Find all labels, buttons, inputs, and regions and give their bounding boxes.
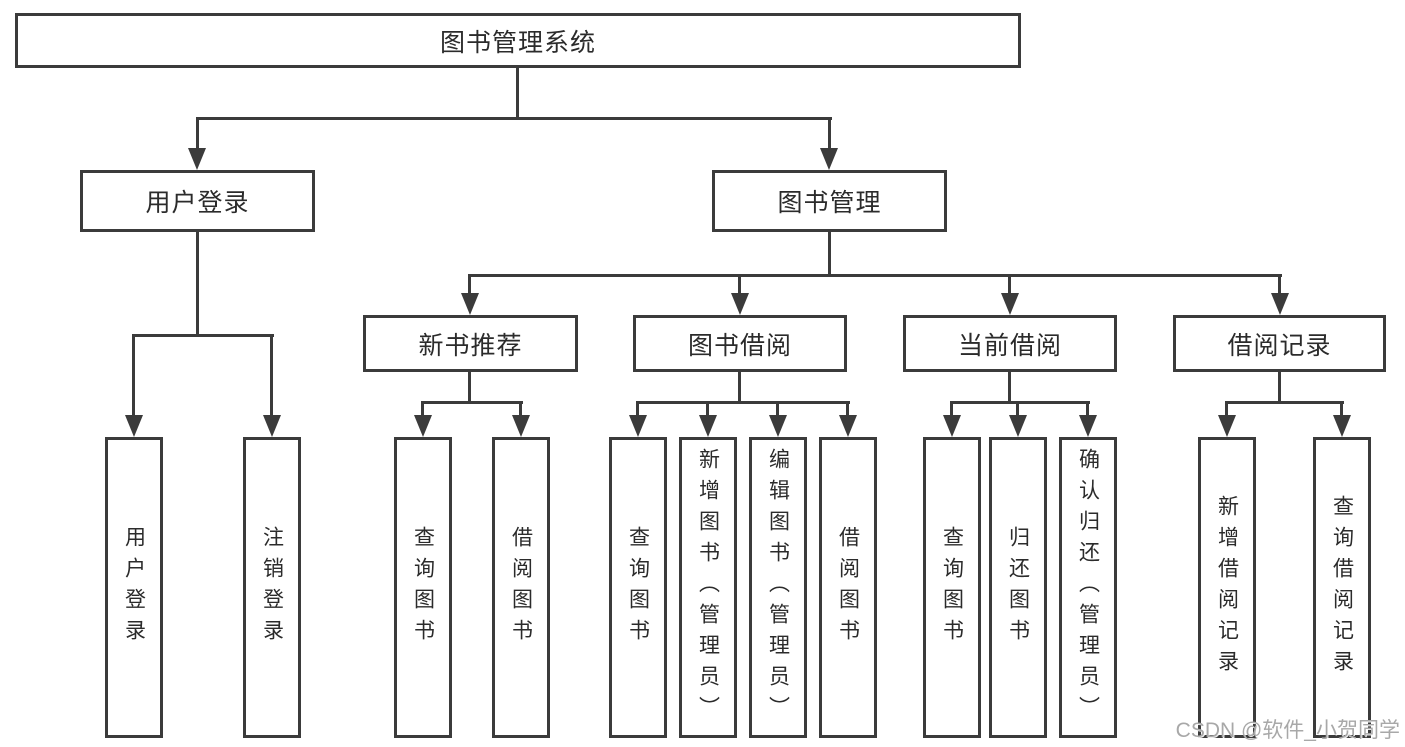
line-to-leaf-return xyxy=(1016,403,1019,416)
arrowhead-down-leaf-query-1 xyxy=(414,415,432,437)
node-current-borrowing: 当前借阅 xyxy=(903,315,1117,372)
leaf-return-books: 归还图书 xyxy=(989,437,1047,738)
leaf-label: 新增图书（管理员） xyxy=(696,448,720,727)
line-user-login-bus xyxy=(132,334,274,337)
arrowhead-down-leaf-logout xyxy=(263,415,281,437)
watermark-csdn: CSDN @软件_小贺同学 xyxy=(1175,719,1400,742)
line-to-leaf-query-1 xyxy=(421,403,424,416)
line-to-leaf-borrow-1 xyxy=(519,403,522,416)
leaf-label: 查询图书 xyxy=(411,525,435,650)
leaf-label: 编辑图书（管理员） xyxy=(766,448,790,727)
leaf-query-books-recommend: 查询图书 xyxy=(394,437,452,738)
line-to-leaf-user-login xyxy=(132,336,135,415)
line-book-management-bus xyxy=(468,274,1282,277)
arrowhead-down-leaf-query-record xyxy=(1333,415,1351,437)
node-label: 图书管理 xyxy=(777,189,882,217)
arrowhead-down-leaf-return xyxy=(1009,415,1027,437)
node-borrowing-records: 借阅记录 xyxy=(1173,315,1386,372)
line-user-login-stem xyxy=(196,231,199,336)
arrowhead-down-leaf-query-2 xyxy=(629,415,647,437)
leaf-query-books-borrowing: 查询图书 xyxy=(609,437,667,738)
line-to-leaf-add-books xyxy=(706,403,709,416)
leaf-label: 查询图书 xyxy=(940,525,964,650)
leaf-add-books-admin: 新增图书（管理员） xyxy=(679,437,737,738)
leaf-label: 归还图书 xyxy=(1006,525,1030,650)
arrowhead-down-leaf-user-login xyxy=(125,415,143,437)
arrowhead-down-leaf-borrow-2 xyxy=(839,415,857,437)
arrowhead-down-user-login xyxy=(188,148,206,170)
line-to-book-borrowing xyxy=(738,276,741,293)
node-book-management: 图书管理 xyxy=(712,170,947,232)
arrowhead-down-leaf-confirm-return xyxy=(1079,415,1097,437)
line-new-book-stem xyxy=(468,370,471,403)
leaf-query-borrow-record: 查询借阅记录 xyxy=(1313,437,1371,738)
line-to-leaf-borrow-2 xyxy=(846,403,849,416)
node-book-borrowing: 图书借阅 xyxy=(633,315,847,372)
leaf-logout-login: 注销登录 xyxy=(243,437,301,738)
line-book-borrowing-bus xyxy=(636,401,850,404)
line-to-leaf-query-3 xyxy=(950,403,953,416)
line-to-user-login xyxy=(196,119,199,150)
line-new-book-bus xyxy=(421,401,523,404)
arrowhead-down-leaf-add-record xyxy=(1218,415,1236,437)
node-label: 用户登录 xyxy=(145,189,250,217)
arrowhead-down-leaf-borrow-1 xyxy=(512,415,530,437)
arrowhead-down-current-borrowing xyxy=(1001,293,1019,315)
leaf-label: 查询图书 xyxy=(626,525,650,650)
arrowhead-down-new-book xyxy=(461,293,479,315)
line-to-leaf-confirm-return xyxy=(1086,403,1089,416)
leaf-user-login: 用户登录 xyxy=(105,437,163,738)
arrowhead-down-leaf-query-3 xyxy=(943,415,961,437)
arrowhead-down-book-management xyxy=(820,148,838,170)
line-to-new-book xyxy=(468,276,471,293)
line-to-leaf-query-record xyxy=(1340,403,1343,416)
leaf-add-borrow-record: 新增借阅记录 xyxy=(1198,437,1256,738)
leaf-label: 用户登录 xyxy=(122,525,146,650)
leaf-query-books-current: 查询图书 xyxy=(923,437,981,738)
leaf-label: 查询借阅记录 xyxy=(1330,494,1354,681)
arrowhead-down-borrowing-records xyxy=(1271,293,1289,315)
leaf-borrow-books-borrowing: 借阅图书 xyxy=(819,437,877,738)
line-to-current-borrowing xyxy=(1008,276,1011,293)
line-current-borrowing-stem xyxy=(1008,370,1011,403)
line-book-borrowing-stem xyxy=(738,370,741,403)
node-label: 当前借阅 xyxy=(957,331,1062,360)
line-to-leaf-add-record xyxy=(1225,403,1228,416)
line-current-borrowing-bus xyxy=(950,401,1090,404)
leaf-label: 新增借阅记录 xyxy=(1215,494,1239,681)
leaf-confirm-return-admin: 确认归还（管理员） xyxy=(1059,437,1117,738)
line-to-leaf-edit-books xyxy=(776,403,779,416)
leaf-label: 借阅图书 xyxy=(509,525,533,650)
leaf-label: 确认归还（管理员） xyxy=(1076,448,1100,727)
node-label: 图书管理系统 xyxy=(439,28,596,57)
node-library-management-system: 图书管理系统 xyxy=(15,13,1021,68)
line-borrowing-records-bus xyxy=(1225,401,1344,404)
leaf-borrow-books-recommend: 借阅图书 xyxy=(492,437,550,738)
line-to-book-management xyxy=(828,119,831,150)
arrowhead-down-leaf-edit-books xyxy=(769,415,787,437)
line-to-leaf-logout xyxy=(270,336,273,415)
leaf-label: 借阅图书 xyxy=(836,525,860,650)
line-root-bus xyxy=(196,117,832,120)
leaf-label: 注销登录 xyxy=(260,525,284,650)
line-book-management-stem xyxy=(828,231,831,276)
leaf-edit-books-admin: 编辑图书（管理员） xyxy=(749,437,807,738)
line-borrowing-records-stem xyxy=(1278,370,1281,403)
arrowhead-down-book-borrowing xyxy=(731,293,749,315)
arrowhead-down-leaf-add-books xyxy=(699,415,717,437)
line-root-stem xyxy=(516,68,519,120)
node-label: 借阅记录 xyxy=(1227,331,1332,360)
node-label: 新书推荐 xyxy=(418,331,523,360)
line-to-leaf-query-2 xyxy=(636,403,639,416)
node-label: 图书借阅 xyxy=(687,331,792,360)
node-user-login: 用户登录 xyxy=(80,170,315,232)
node-new-book-recommendation: 新书推荐 xyxy=(363,315,578,372)
line-to-borrowing-records xyxy=(1278,276,1281,293)
